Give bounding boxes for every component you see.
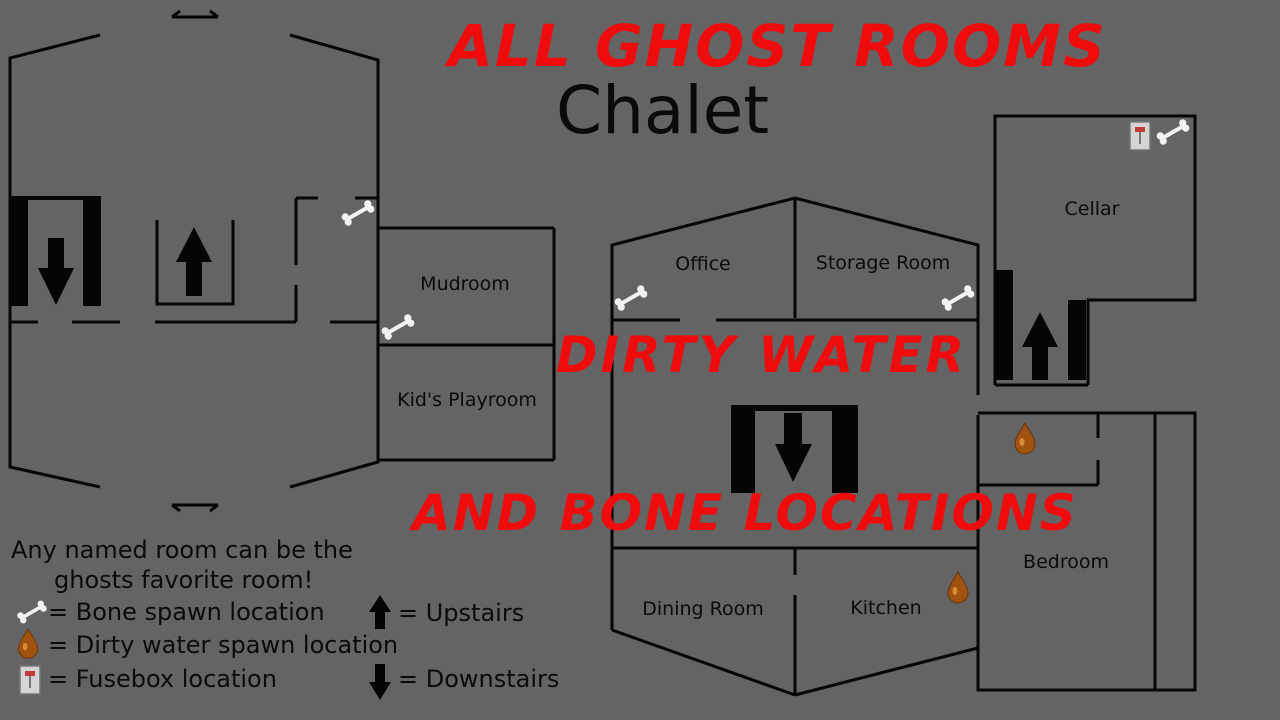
legend-note-line1: Any named room can be the	[11, 536, 353, 564]
upstairs-arrow-left	[176, 227, 212, 296]
legend-water-drop-icon	[18, 628, 38, 659]
main-floor-walls	[610, 114, 1197, 697]
legend-note-line2: ghosts favorite room!	[54, 566, 314, 594]
legend-fusebox-icon	[19, 665, 41, 695]
legend-bone-icon	[14, 597, 50, 627]
bone-icon	[338, 196, 378, 230]
legend-fusebox-label: = Fusebox location	[48, 665, 277, 693]
room-label-storage-room: Storage Room	[815, 252, 951, 274]
room-label-cellar: Cellar	[1064, 198, 1120, 220]
room-label-mudroom: Mudroom	[420, 273, 510, 295]
stair-rails-cellar	[995, 270, 1086, 380]
stair-rails-left	[10, 196, 101, 306]
stair-rails-main	[731, 405, 858, 493]
legend-upstairs-label: = Upstairs	[398, 599, 525, 627]
upstairs-arrow-cellar	[1022, 312, 1058, 380]
downstairs-arrow-main	[775, 413, 812, 482]
water-drop-icon	[947, 571, 969, 604]
fusebox-icon	[1129, 121, 1151, 151]
room-label-dining-room: Dining Room	[642, 598, 764, 620]
upper-floor-walls	[8, 9, 556, 513]
downstairs-arrow-left	[38, 238, 74, 305]
bone-icon	[378, 310, 418, 344]
water-drop-icon	[1014, 422, 1036, 455]
legend-downstairs-label: = Downstairs	[398, 665, 560, 693]
banner-all-ghost-rooms: ALL GHOST ROOMS	[448, 12, 1107, 80]
legend-bone-label: = Bone spawn location	[48, 598, 325, 626]
legend-water-label: = Dirty water spawn location	[48, 631, 399, 659]
legend-downstairs-icon	[369, 664, 391, 700]
legend-upstairs-icon	[369, 595, 391, 629]
room-label-kids-playroom: Kid's Playroom	[397, 389, 537, 411]
bone-icon	[938, 281, 978, 315]
room-label-kitchen: Kitchen	[850, 597, 922, 619]
bone-icon	[611, 281, 651, 315]
room-label-bedroom: Bedroom	[1023, 551, 1109, 573]
bone-icon	[1153, 115, 1193, 149]
room-label-office: Office	[675, 253, 731, 275]
banner-dirty-water: DIRTY WATER	[556, 326, 968, 384]
map-title: Chalet	[556, 72, 770, 149]
banner-and-bone-locations: AND BONE LOCATIONS	[412, 484, 1078, 542]
